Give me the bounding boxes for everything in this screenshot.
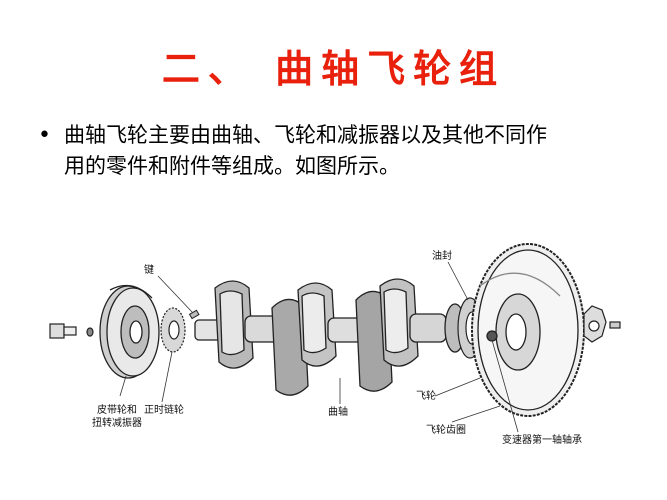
bullet-marker: • — [38, 123, 51, 148]
bullet-text: 曲轴飞轮主要由曲轴、飞轮和减振器以及其他不同作 用的零件和附件等组成。如图所示。 — [64, 120, 630, 182]
label-key: 键 — [144, 265, 154, 276]
label-crankshaft: 曲轴 — [328, 407, 348, 418]
label-oil-seal: 油封 — [432, 251, 452, 262]
slide-title: 二、 曲轴飞轮组 — [161, 46, 506, 91]
timing-sprocket-drawing — [160, 307, 186, 353]
label-timing-sprocket: 正时链轮 — [144, 405, 184, 416]
bearing-flange-drawing — [583, 305, 621, 343]
leader-lines — [119, 261, 519, 433]
label-pulley-line-1: 皮带轮和 — [97, 405, 137, 416]
label-pulley-damper: 皮带轮和 扭转减振器 — [92, 404, 142, 430]
label-ring-gear: 飞轮齿圈 — [426, 425, 466, 436]
pulley-damper-drawing — [99, 284, 160, 379]
exploded-view-illustration — [49, 243, 621, 433]
bullet-line-2: 用的零件和附件等组成。如图所示。 — [64, 154, 400, 178]
bolt-drawing — [49, 323, 94, 339]
flywheel-drawing — [471, 243, 585, 417]
label-pulley-line-2: 扭转减振器 — [92, 418, 142, 429]
label-bearing: 变速器第一轴轴承 — [502, 435, 582, 446]
crankshaft-drawing — [194, 278, 466, 396]
label-flywheel: 飞轮 — [416, 391, 436, 402]
key-drawing — [188, 309, 200, 320]
bullet-line-1: 曲轴飞轮主要由曲轴、飞轮和减振器以及其他不同作 — [64, 123, 547, 147]
crankshaft-flywheel-diagram: 键 油封 皮带轮和 扭转减振器 正时链轮 曲轴 飞轮 飞轮齿圈 变速器第一轴轴承 — [40, 228, 640, 490]
